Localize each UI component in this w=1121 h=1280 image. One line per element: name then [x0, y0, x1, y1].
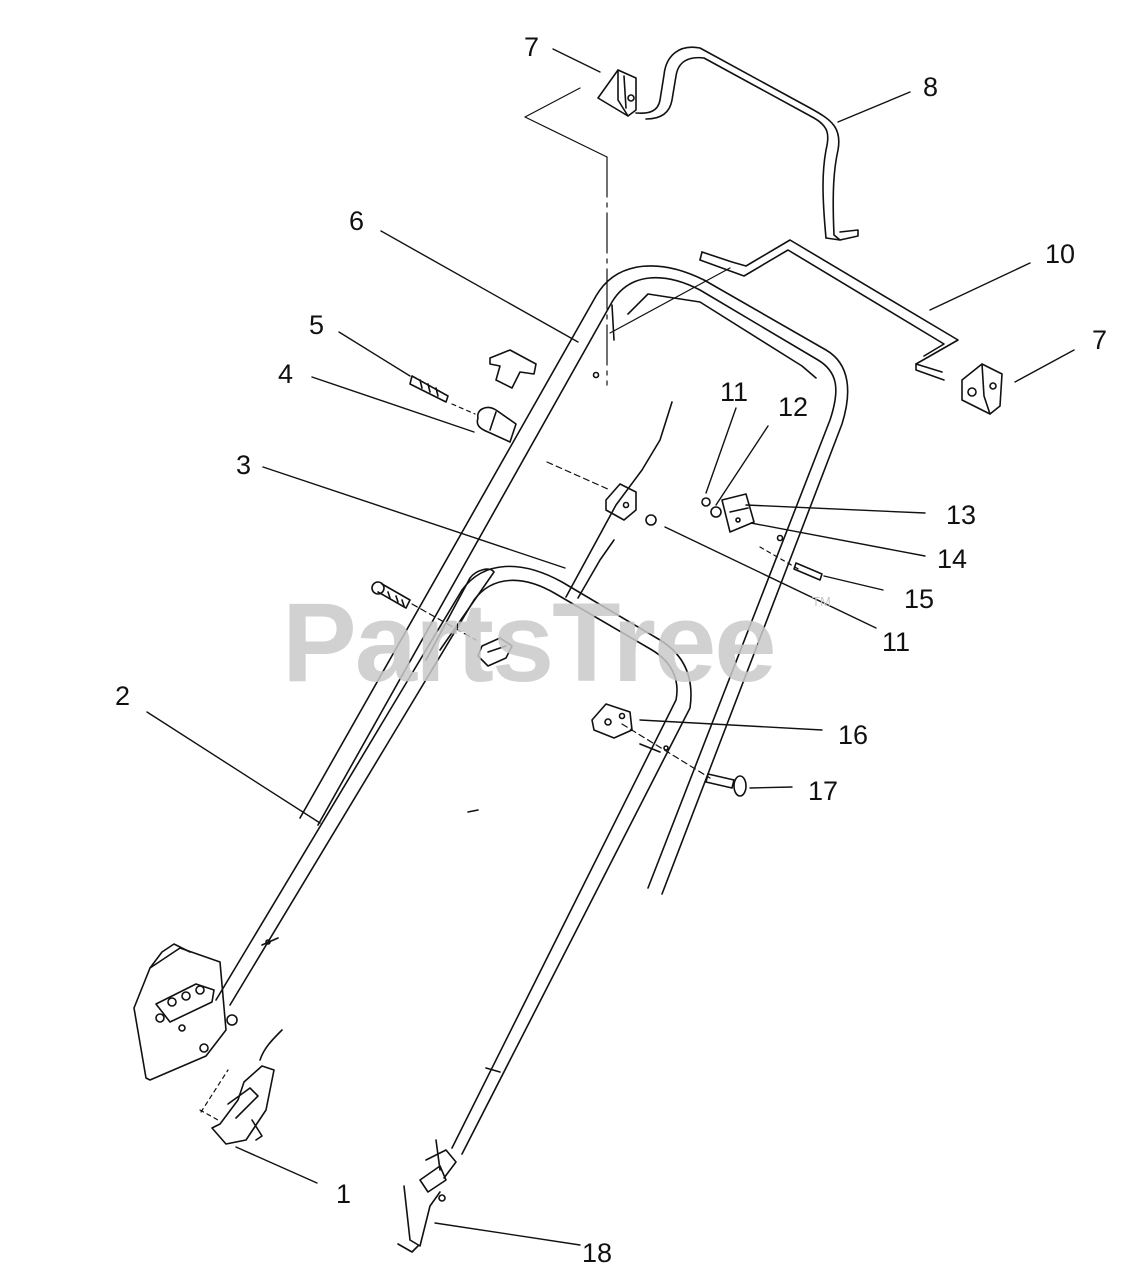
- callout-15: 15: [904, 584, 935, 614]
- callout-1: 1: [336, 1179, 352, 1209]
- handle-bracket-part-18: [397, 1139, 457, 1253]
- cable-bracket: [605, 483, 657, 526]
- watermark: PartsTree: [282, 580, 777, 705]
- callout-6: 6: [349, 206, 365, 236]
- callout-3: 3: [236, 450, 252, 480]
- bolt-part-17: [705, 773, 747, 797]
- lower-bail-part-10: [699, 239, 959, 381]
- pivot-bracket-part-7-right: [961, 363, 1003, 415]
- deck-bracket-left: [133, 943, 238, 1081]
- callout-10: 10: [1045, 239, 1076, 269]
- callout-18: 18: [582, 1238, 613, 1268]
- callout-11-mid: 11: [882, 627, 911, 657]
- callout-7-right: 7: [1092, 325, 1108, 355]
- cable-part-3: [565, 401, 673, 599]
- callout-8: 8: [923, 72, 939, 102]
- bolt-part-5: [409, 375, 449, 403]
- pivot-bracket-part-7-top: [597, 69, 637, 117]
- hardware-11-15: [701, 493, 823, 581]
- clamp-part-16: [591, 703, 633, 739]
- callout-17: 17: [808, 776, 839, 806]
- assembly-lines: [199, 87, 801, 1121]
- callout-7-top: 7: [524, 32, 540, 62]
- upper-bail-part-8: [635, 46, 859, 241]
- callout-11-top: 11: [720, 377, 749, 407]
- callout-4: 4: [278, 359, 294, 389]
- callout-2: 2: [115, 681, 131, 711]
- knob-part-4: [476, 349, 537, 443]
- leader-lines: [146, 48, 1075, 1246]
- clip: [477, 637, 513, 667]
- callout-13: 13: [946, 500, 977, 530]
- lower-handle-part-2: [215, 565, 692, 1155]
- adjuster-lever-part-1: [211, 1029, 283, 1145]
- callout-12: 12: [778, 392, 809, 422]
- callout-14: 14: [937, 544, 968, 574]
- callout-16: 16: [838, 720, 869, 750]
- callout-5: 5: [309, 310, 325, 340]
- carriage-bolt: [371, 581, 411, 609]
- upper-handle-part-6: [299, 265, 849, 895]
- trademark-mark: TM: [812, 594, 831, 609]
